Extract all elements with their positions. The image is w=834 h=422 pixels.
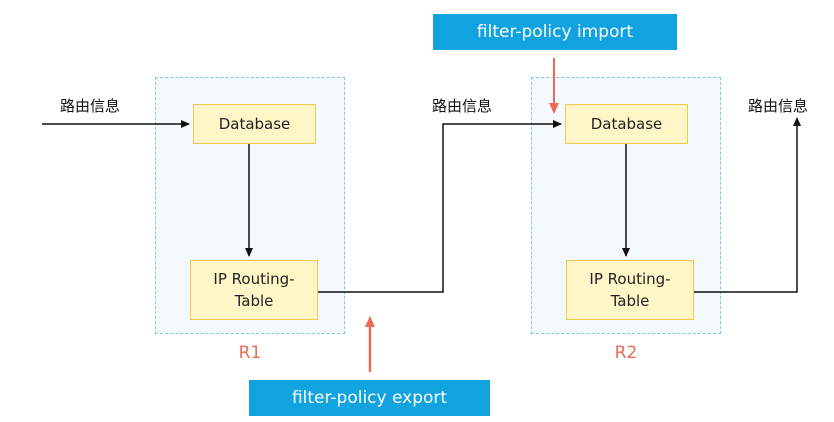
r1-database-box: Database — [193, 104, 316, 144]
router-r1-name: R1 — [238, 343, 262, 363]
route-info-label-output: 路由信息 — [748, 97, 809, 115]
route-info-label-input: 路由信息 — [60, 97, 121, 115]
arrow-r1-to-r2 — [318, 120, 562, 293]
r1-routing-table-label: IP Routing- Table — [213, 270, 295, 310]
r2-routing-table-box: IP Routing- Table — [566, 260, 694, 320]
filter-policy-export-label: filter-policy export — [249, 380, 490, 416]
r1-routing-table-box: IP Routing- Table — [190, 260, 318, 320]
r2-database-box: Database — [565, 104, 688, 144]
r1-database-label: Database — [218, 115, 291, 133]
arrow-r2-to-output — [694, 117, 801, 293]
r2-database-label: Database — [590, 115, 663, 133]
route-info-label-middle: 路由信息 — [432, 97, 493, 115]
filter-policy-import-label: filter-policy import — [433, 14, 677, 50]
router-r2-name: R2 — [614, 343, 638, 363]
r2-routing-table-label: IP Routing- Table — [589, 270, 671, 310]
